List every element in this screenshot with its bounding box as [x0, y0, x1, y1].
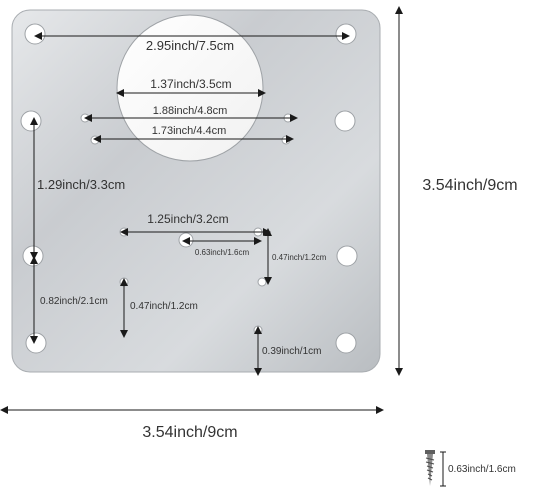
big-hole: [116, 14, 264, 162]
lower-small-label: 0.47inch/1.2cm: [130, 301, 198, 312]
center-label: 1.25inch/3.2cm: [147, 212, 228, 226]
width-label: 3.54inch/9cm: [142, 424, 237, 441]
upper-slot-inner-label: 1.73inch/4.4cm: [152, 125, 227, 137]
left-upper-label: 1.29inch/3.3cm: [37, 177, 125, 192]
center-small-label: 0.63inch/1.6cm: [195, 248, 250, 257]
left-lower-label: 0.82inch/2.1cm: [40, 296, 108, 307]
bottom-right-label: 0.39inch/1cm: [262, 346, 321, 357]
top-span-label: 2.95inch/7.5cm: [146, 38, 234, 53]
dimension-lines: [0, 6, 403, 414]
upper-slot-outer-label: 1.88inch/4.8cm: [153, 105, 228, 117]
right-small-label: 0.47inch/1.2cm: [272, 253, 327, 262]
big-hole-label: 1.37inch/3.5cm: [150, 77, 231, 91]
screw-label: 0.63inch/1.6cm: [448, 464, 516, 475]
hinge-plate: [11, 9, 381, 373]
height-label: 3.54inch/9cm: [422, 177, 517, 194]
screw-icon: [425, 450, 435, 486]
